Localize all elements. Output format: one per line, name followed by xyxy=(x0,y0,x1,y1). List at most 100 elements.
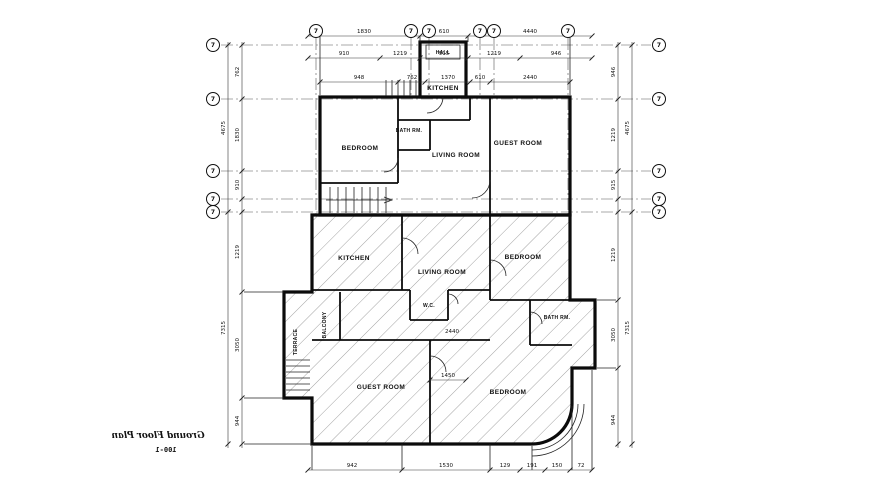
grid-bubble-label: 7 xyxy=(314,28,318,35)
dim-text: 1219 xyxy=(393,51,407,57)
room-label-bedroom-top: BEDROOM xyxy=(505,254,542,261)
lower-interior-walls xyxy=(312,215,572,444)
dim-text: 948 xyxy=(354,75,365,81)
dim-text: 946 xyxy=(611,66,617,77)
drawing-title: Ground Floor Plan xyxy=(111,431,204,441)
grid-bubble: 7 xyxy=(487,24,501,38)
grid-bubble: 7 xyxy=(206,205,220,219)
grid-bubble-label: 7 xyxy=(409,28,413,35)
dimensions-top: 1830 610 4440 910 1219 915 1219 946 948 … xyxy=(305,29,595,85)
dim-text: 610 xyxy=(475,75,486,81)
room-label-balcony: BALCONY xyxy=(322,311,328,338)
dim-text: 191 xyxy=(527,463,538,469)
grid-bubble-label: 7 xyxy=(211,209,215,216)
inner-dim-1: 1450 xyxy=(441,373,455,379)
room-label-terrace: TERRACE xyxy=(293,329,299,356)
lower-floor-plan: KITCHEN LIVING ROOM BEDROOM W.C. BATH RM… xyxy=(282,213,597,457)
room-label-bedroom-bottom: BEDROOM xyxy=(490,389,527,396)
dim-text: 762 xyxy=(235,67,241,78)
upper-interior-walls xyxy=(320,97,491,215)
room-label-living-l: LIVING ROOM xyxy=(418,269,466,276)
grid-bubble-label: 7 xyxy=(657,196,661,203)
exterior-stairs xyxy=(286,359,310,391)
dim-text: 942 xyxy=(347,463,358,469)
room-label-wc: W.C. xyxy=(423,303,435,309)
dim-text: 1219 xyxy=(611,128,617,142)
room-label-bedroom-u: BEDROOM xyxy=(342,145,379,152)
dim-text: 910 xyxy=(339,51,350,57)
extension-lines xyxy=(244,36,616,470)
hatched-floor-area xyxy=(284,215,595,444)
grid-bubble: 7 xyxy=(206,92,220,106)
upper-door-swings xyxy=(383,96,491,199)
dim-text: 944 xyxy=(235,415,241,426)
grid-bubble-label: 7 xyxy=(211,168,215,175)
grid-bubble-label: 7 xyxy=(211,96,215,103)
grid-bubbles: 7 7 7 7 7 7 7 7 7 7 7 7 7 7 7 7 xyxy=(206,24,666,219)
title-block: Ground Floor Plan 100-1 xyxy=(111,431,204,454)
dim-text: 150 xyxy=(552,463,563,469)
upper-floor-plan: HALL KITCHEN BATH RM. BEDROOM LIVING ROO… xyxy=(318,40,572,217)
grid-bubble-label: 7 xyxy=(657,42,661,49)
grid-bubble: 7 xyxy=(404,24,418,38)
grid-bubble: 7 xyxy=(206,38,220,52)
dim-text: 1370 xyxy=(441,75,455,81)
dimensions-right: 946 1219 915 1219 3050 944 4675 7315 xyxy=(611,42,635,448)
grid-bubble: 7 xyxy=(652,192,666,206)
inner-dim-2: 2440 xyxy=(445,329,459,335)
grid-bubble: 7 xyxy=(652,164,666,178)
grid-bubble-label: 7 xyxy=(427,28,431,35)
dim-text: 4440 xyxy=(523,29,537,35)
grid-bubble: 7 xyxy=(206,164,220,178)
grid-bubble-label: 7 xyxy=(566,28,570,35)
dim-text: 1830 xyxy=(357,29,371,35)
dim-text: 610 xyxy=(439,29,450,35)
dim-text: 3050 xyxy=(611,328,617,342)
dim-text: 1219 xyxy=(235,245,241,259)
grid-bubble: 7 xyxy=(652,205,666,219)
dim-text: 4675 xyxy=(221,121,227,135)
dim-text: 946 xyxy=(551,51,562,57)
dim-text: 762 xyxy=(407,75,418,81)
room-label-bath-u: BATH RM. xyxy=(396,128,423,134)
grid-bubble: 7 xyxy=(561,24,575,38)
dim-text: 4675 xyxy=(625,121,631,135)
grid-bubble: 7 xyxy=(206,192,220,206)
room-label-guest-u: GUEST ROOM xyxy=(494,140,542,147)
grid-bubble-label: 7 xyxy=(657,209,661,216)
grid-bubble: 7 xyxy=(422,24,436,38)
grid-bubble: 7 xyxy=(652,38,666,52)
dim-text: 915 xyxy=(439,51,450,57)
dimensions-left: 762 1830 910 1219 3050 944 4675 7315 xyxy=(221,42,245,448)
grid-bubble-label: 7 xyxy=(211,42,215,49)
dim-text: 915 xyxy=(611,179,617,190)
dim-text: 7315 xyxy=(625,321,631,335)
dim-text: 7315 xyxy=(221,321,227,335)
room-label-kitchen-l: KITCHEN xyxy=(338,255,370,262)
upper-stairs xyxy=(326,80,417,213)
dim-text: 2440 xyxy=(523,75,537,81)
room-label-hall: HALL xyxy=(436,50,451,56)
dim-text: 129 xyxy=(500,463,511,469)
grid-bubble-label: 7 xyxy=(492,28,496,35)
drawing-number: 100-1 xyxy=(155,446,176,454)
room-label-kitchen-u: KITCHEN xyxy=(427,85,459,92)
dimensions-bottom: 942 1530 129 191 150 72 xyxy=(305,463,595,473)
dim-text: 944 xyxy=(611,414,617,425)
lower-door-swings xyxy=(401,237,543,373)
grid-bubble-label: 7 xyxy=(211,196,215,203)
grid-bubble: 7 xyxy=(652,92,666,106)
grid-lines xyxy=(221,38,651,215)
grid-bubble: 7 xyxy=(473,24,487,38)
dim-text: 1219 xyxy=(487,51,501,57)
dim-text: 1530 xyxy=(439,463,453,469)
grid-bubble-label: 7 xyxy=(657,168,661,175)
room-label-bath-l: BATH RM. xyxy=(544,315,571,321)
dim-text: 910 xyxy=(235,179,241,190)
dim-text: 72 xyxy=(578,463,585,469)
room-label-living-u: LIVING ROOM xyxy=(432,152,480,159)
grid-bubble: 7 xyxy=(309,24,323,38)
dim-text: 1219 xyxy=(611,248,617,262)
